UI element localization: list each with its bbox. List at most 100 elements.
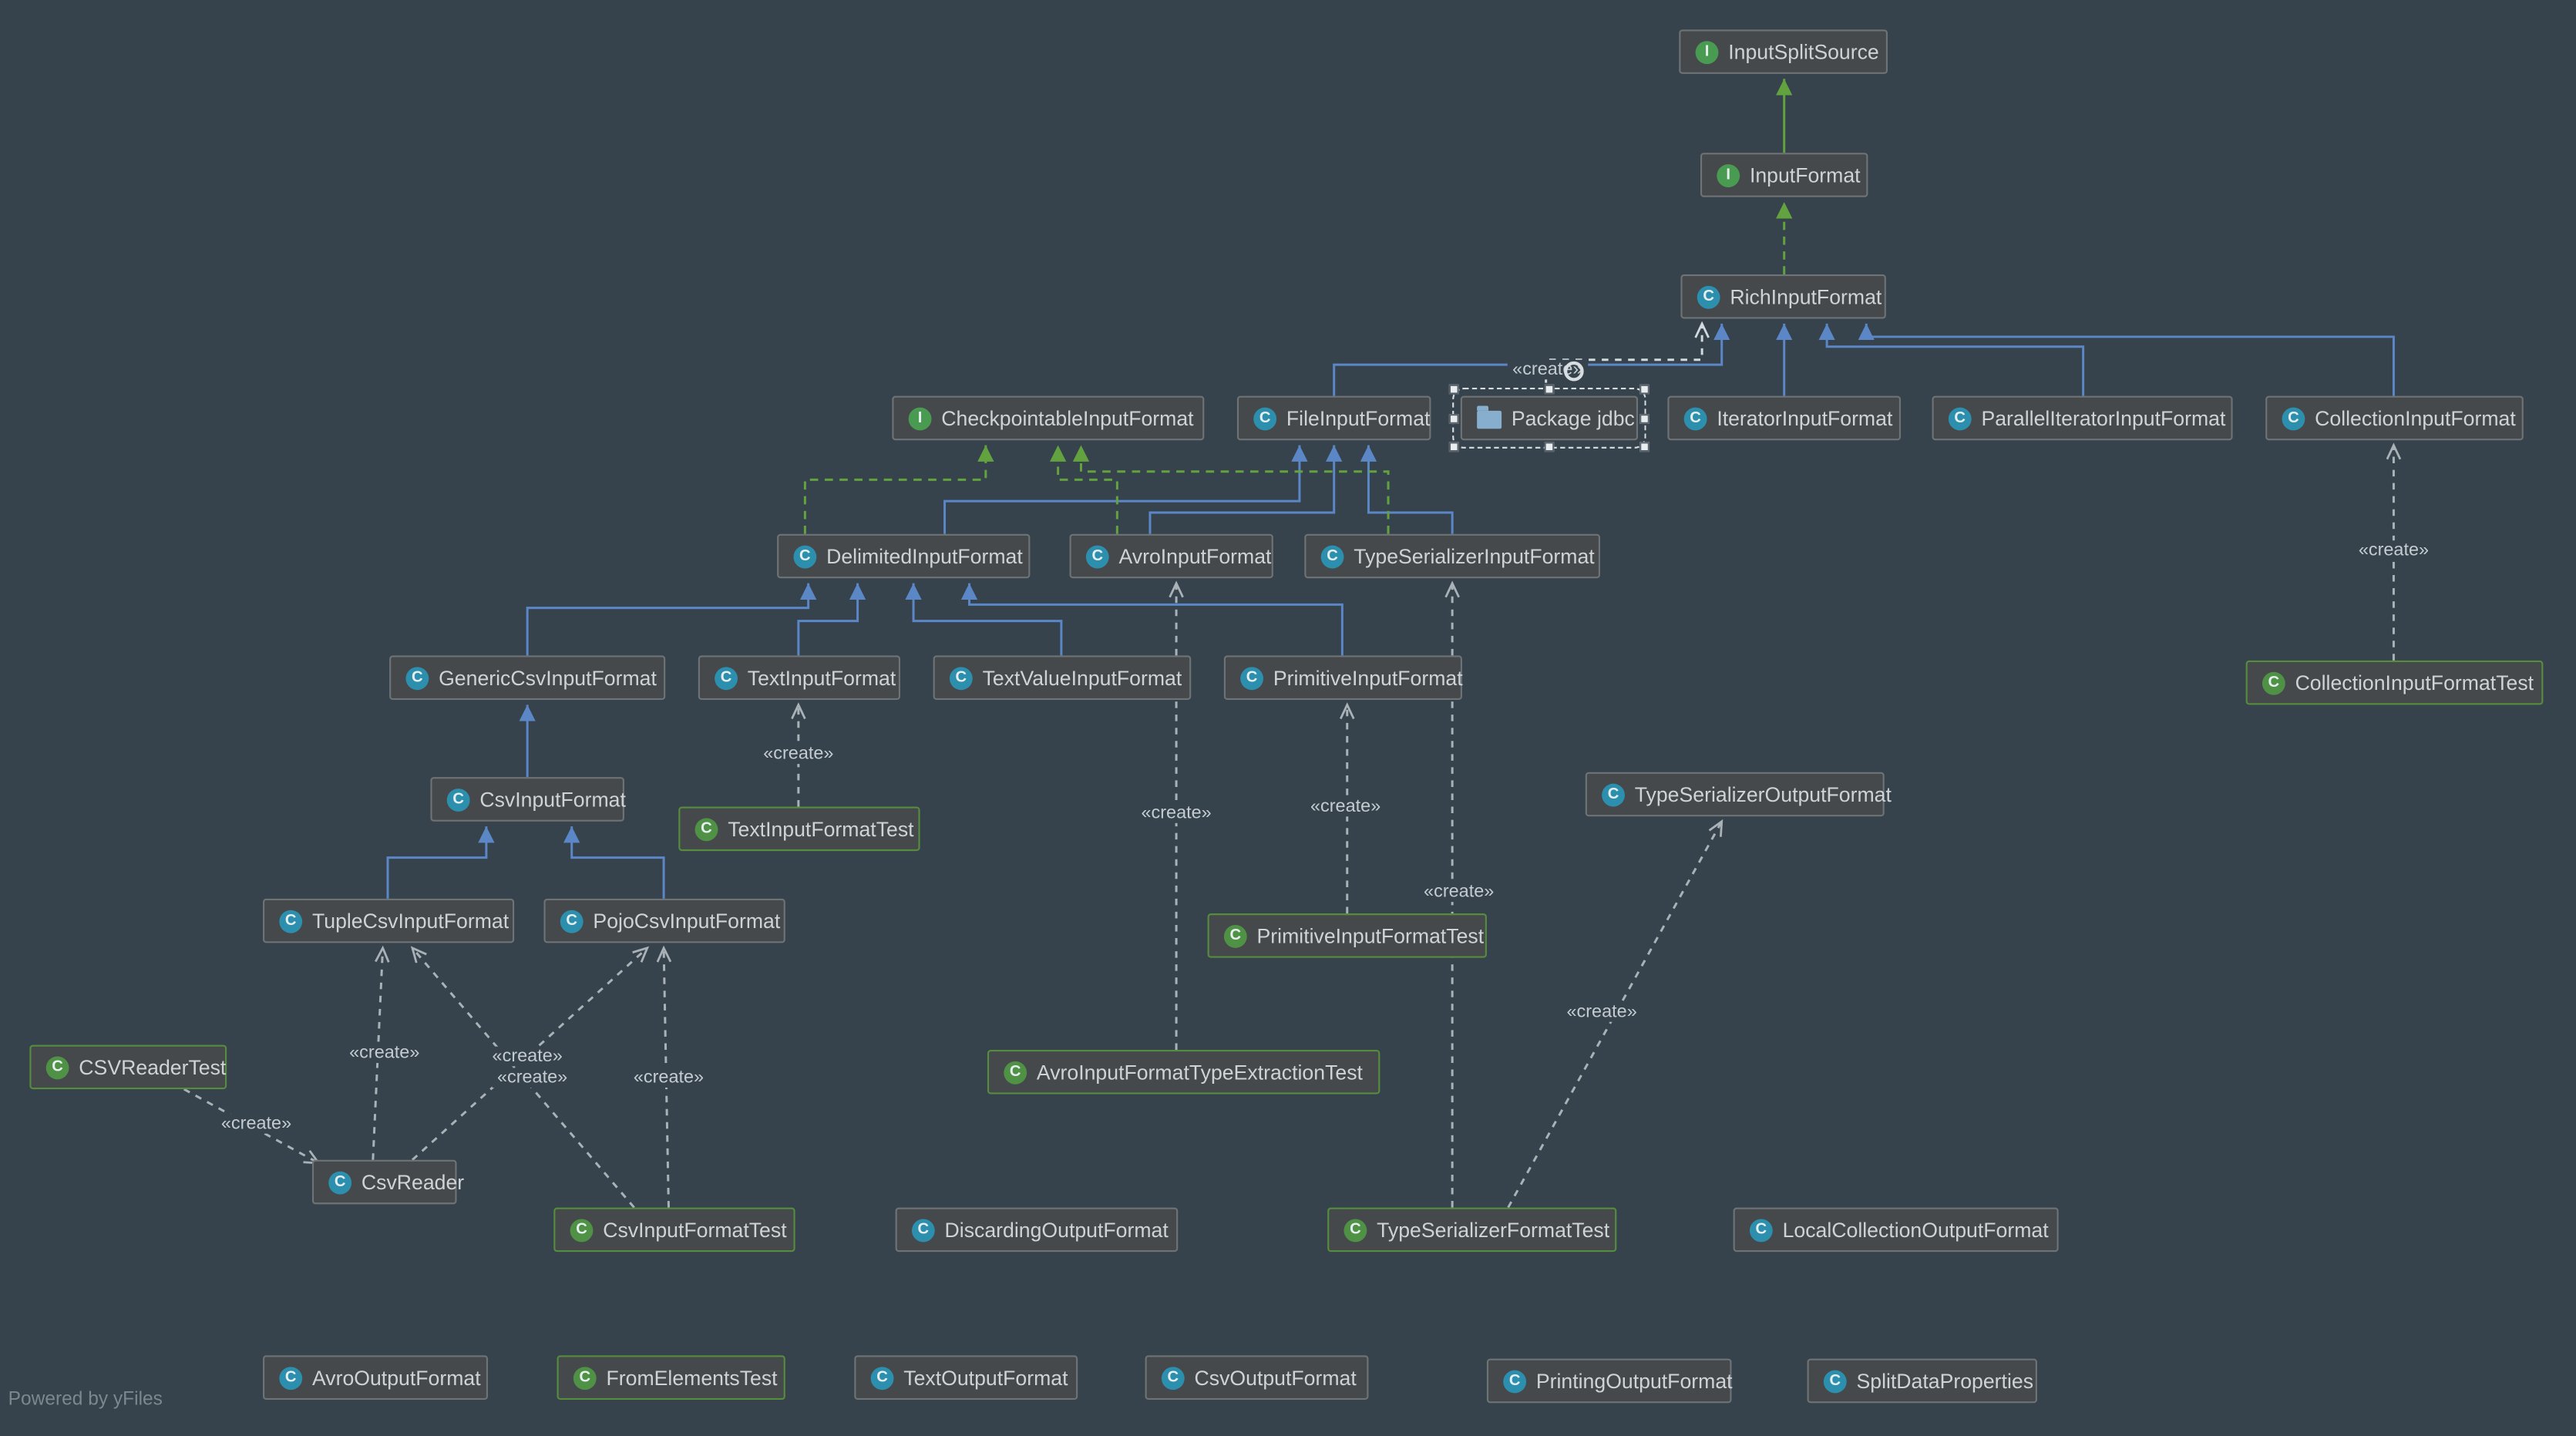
edge-label-create: «create»: [1562, 1002, 1643, 1022]
node-label: CsvReader: [361, 1170, 465, 1194]
class-icon: C: [2282, 406, 2305, 430]
edge-extends-6: [1360, 445, 1454, 534]
node-CsvOutputFormat[interactable]: C CsvOutputFormat: [1145, 1355, 1369, 1400]
node-TupleCsvInputFormat[interactable]: C TupleCsvInputFormat: [263, 898, 515, 943]
node-label: ParallelIteratorInputFormat: [1981, 406, 2226, 430]
node-label: InputFormat: [1749, 163, 1861, 187]
node-label: TextInputFormatTest: [728, 817, 914, 841]
class-icon: C: [870, 1366, 894, 1390]
package-icon: [1477, 405, 1502, 429]
edge-label-create: «create»: [216, 1114, 297, 1134]
class-icon: C: [279, 909, 303, 933]
class-icon: C: [279, 1366, 303, 1390]
node-PrintingOutputFormat[interactable]: C PrintingOutputFormat: [1486, 1358, 1733, 1404]
class-icon: C: [1161, 1366, 1185, 1390]
selection-handle[interactable]: [1639, 413, 1650, 423]
node-label: CollectionInputFormat: [2315, 406, 2516, 430]
test-class-icon: C: [45, 1055, 69, 1079]
edge-label-create: «create»: [2353, 540, 2434, 560]
edge-create_sel-30: [1545, 324, 1702, 383]
class-icon: C: [1320, 544, 1344, 568]
edge-label-create: «create»: [1136, 803, 1217, 823]
node-label: LocalCollectionOutputFormat: [1782, 1218, 2049, 1242]
interface-icon: I: [1695, 40, 1719, 64]
class-icon: C: [1503, 1369, 1527, 1393]
interface-icon: I: [908, 406, 932, 430]
node-label: TupleCsvInputFormat: [311, 909, 509, 933]
selection-handle[interactable]: [1448, 384, 1459, 395]
class-icon: C: [1253, 406, 1277, 430]
node-ParallelIteratorInputFormat[interactable]: C ParallelIteratorInputFormat: [1932, 395, 2233, 441]
edge-extends-8: [797, 583, 866, 656]
selection-handle[interactable]: [1544, 384, 1555, 395]
node-label: TextInputFormat: [747, 666, 896, 690]
edge-implements-17: [1049, 445, 1118, 534]
selection-handle[interactable]: [1544, 442, 1555, 452]
node-label: PrintingOutputFormat: [1535, 1369, 1733, 1393]
node-TypeSerializerFormatTest[interactable]: C TypeSerializerFormatTest: [1327, 1207, 1617, 1253]
node-label: SplitDataProperties: [1856, 1369, 2034, 1393]
class-icon: C: [949, 666, 973, 690]
node-label: CsvOutputFormat: [1194, 1366, 1357, 1390]
edge-extends-12: [386, 826, 495, 899]
class-icon: C: [1697, 284, 1720, 308]
edge-label-create: «create»: [492, 1068, 573, 1088]
node-CSVReaderTest[interactable]: C CSVReaderTest: [29, 1044, 227, 1090]
selection-handle[interactable]: [1639, 442, 1650, 452]
edge-label-create: «create»: [487, 1046, 568, 1067]
node-label: PrimitiveInputFormat: [1273, 666, 1463, 690]
selection-handle[interactable]: [1639, 384, 1650, 395]
node-TextInputFormatTest[interactable]: C TextInputFormatTest: [678, 806, 920, 852]
node-SplitDataProperties[interactable]: C SplitDataProperties: [1807, 1358, 2037, 1404]
class-icon: C: [1823, 1369, 1847, 1393]
edge-implements-18: [1072, 445, 1390, 534]
node-CsvReader[interactable]: C CsvReader: [311, 1159, 464, 1205]
edge-implements-16: [803, 445, 994, 534]
test-class-icon: C: [573, 1366, 597, 1390]
edge-extends-9: [905, 583, 1063, 656]
edge-reconnect-handle[interactable]: [1564, 361, 1584, 382]
selection-handle[interactable]: [1448, 413, 1459, 423]
node-label: TypeSerializerInputFormat: [1354, 544, 1595, 568]
test-class-icon: C: [1343, 1218, 1367, 1242]
class-icon: C: [1948, 406, 1972, 430]
edge-label-create: «create»: [758, 744, 839, 765]
node-CollectionInputFormat[interactable]: C CollectionInputFormat: [2265, 395, 2524, 441]
test-class-icon: C: [694, 817, 718, 841]
node-label: CSVReaderTest: [79, 1055, 227, 1079]
node-label: GenericCsvInputFormat: [439, 666, 657, 690]
edge-extends-7: [526, 583, 817, 656]
node-PackageJdbc[interactable]: Package jdbc: [1448, 384, 1650, 452]
node-TypeSerializerInputFormat[interactable]: C TypeSerializerInputFormat: [1304, 533, 1600, 579]
node-label: TypeSerializerOutputFormat: [1634, 782, 1892, 806]
class-icon: C: [328, 1170, 352, 1194]
selection-handle[interactable]: [1448, 442, 1459, 452]
node-label: TypeSerializerFormatTest: [1377, 1218, 1610, 1242]
